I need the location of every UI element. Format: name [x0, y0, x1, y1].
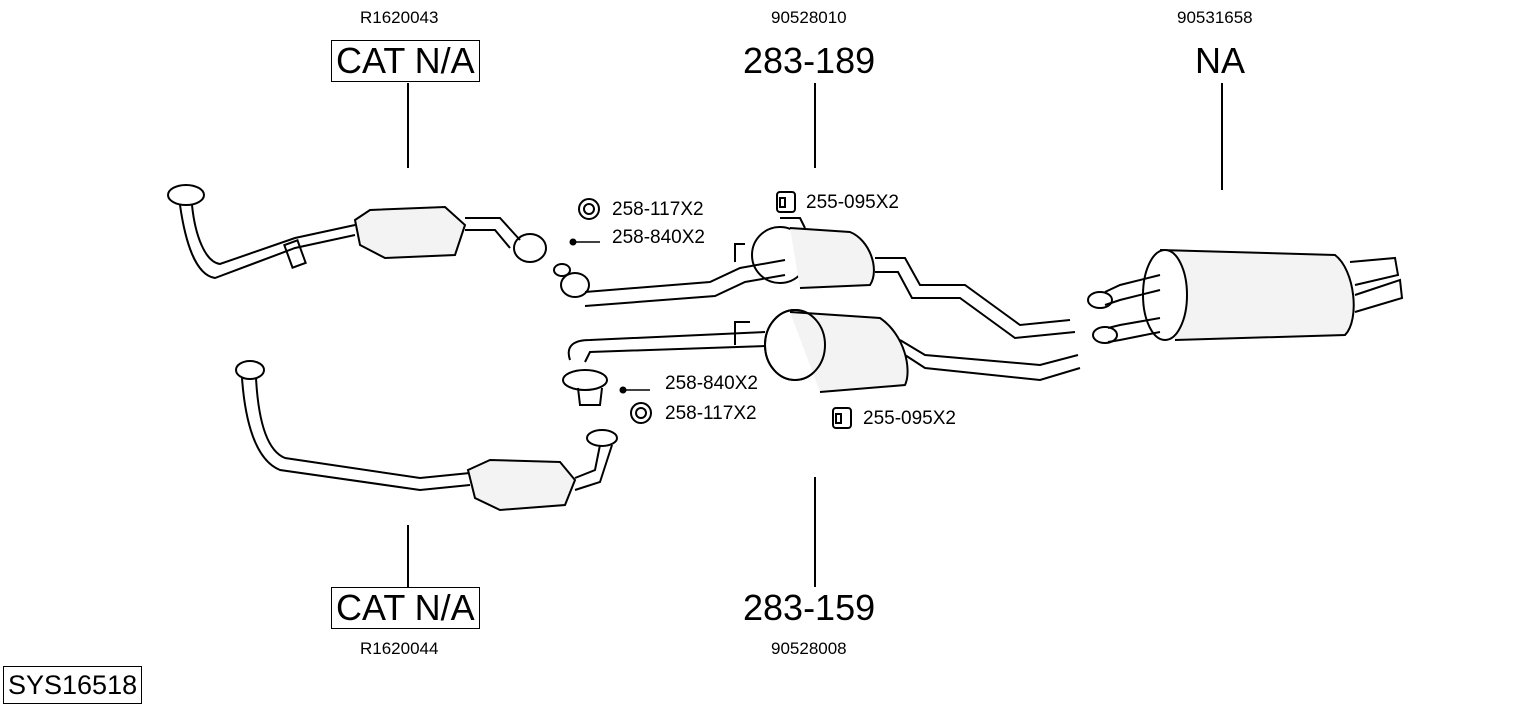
catalytic-converter-bottom-drawing [235, 360, 618, 512]
part-number-middle-top[interactable]: 283-189 [743, 40, 876, 81]
fitting-mount-bottom[interactable]: 255-095X2 [863, 408, 956, 429]
oe-number-middle-bottom: 90528008 [771, 639, 847, 658]
oe-number-cat-top: R1620043 [360, 8, 439, 27]
oe-number-rear: 90531658 [1177, 8, 1253, 27]
mount-icon-top [776, 191, 796, 213]
bolt-icon-top [569, 238, 600, 246]
fitting-mount-top[interactable]: 255-095X2 [806, 192, 899, 213]
part-number-rear[interactable]: NA [1195, 40, 1246, 81]
oe-number-middle-top: 90528010 [771, 8, 847, 27]
part-number-cat-top[interactable]: CAT N/A [331, 40, 480, 82]
middle-silencer-top-drawing [553, 217, 1076, 340]
system-id: SYS16518 [3, 666, 143, 704]
fitting-ring-bottom[interactable]: 258-117X2 [665, 403, 757, 424]
part-number-middle-bottom[interactable]: 283-159 [743, 587, 876, 628]
fitting-bolt-bottom[interactable]: 258-840X2 [665, 373, 758, 394]
middle-silencer-bottom-drawing [562, 309, 1081, 406]
catalytic-converter-top-drawing [167, 184, 547, 280]
part-number-cat-bottom[interactable]: CAT N/A [331, 587, 480, 629]
ring-icon-bottom [630, 402, 652, 424]
mount-icon-bottom [832, 407, 852, 429]
ring-icon-top [578, 198, 600, 220]
oe-number-cat-bottom: R1620044 [360, 639, 439, 658]
bolt-icon-bottom [619, 386, 650, 394]
fitting-bolt-top[interactable]: 258-840X2 [612, 227, 705, 248]
fitting-ring-top[interactable]: 258-117X2 [612, 199, 704, 220]
rear-silencer-drawing [1087, 249, 1404, 344]
